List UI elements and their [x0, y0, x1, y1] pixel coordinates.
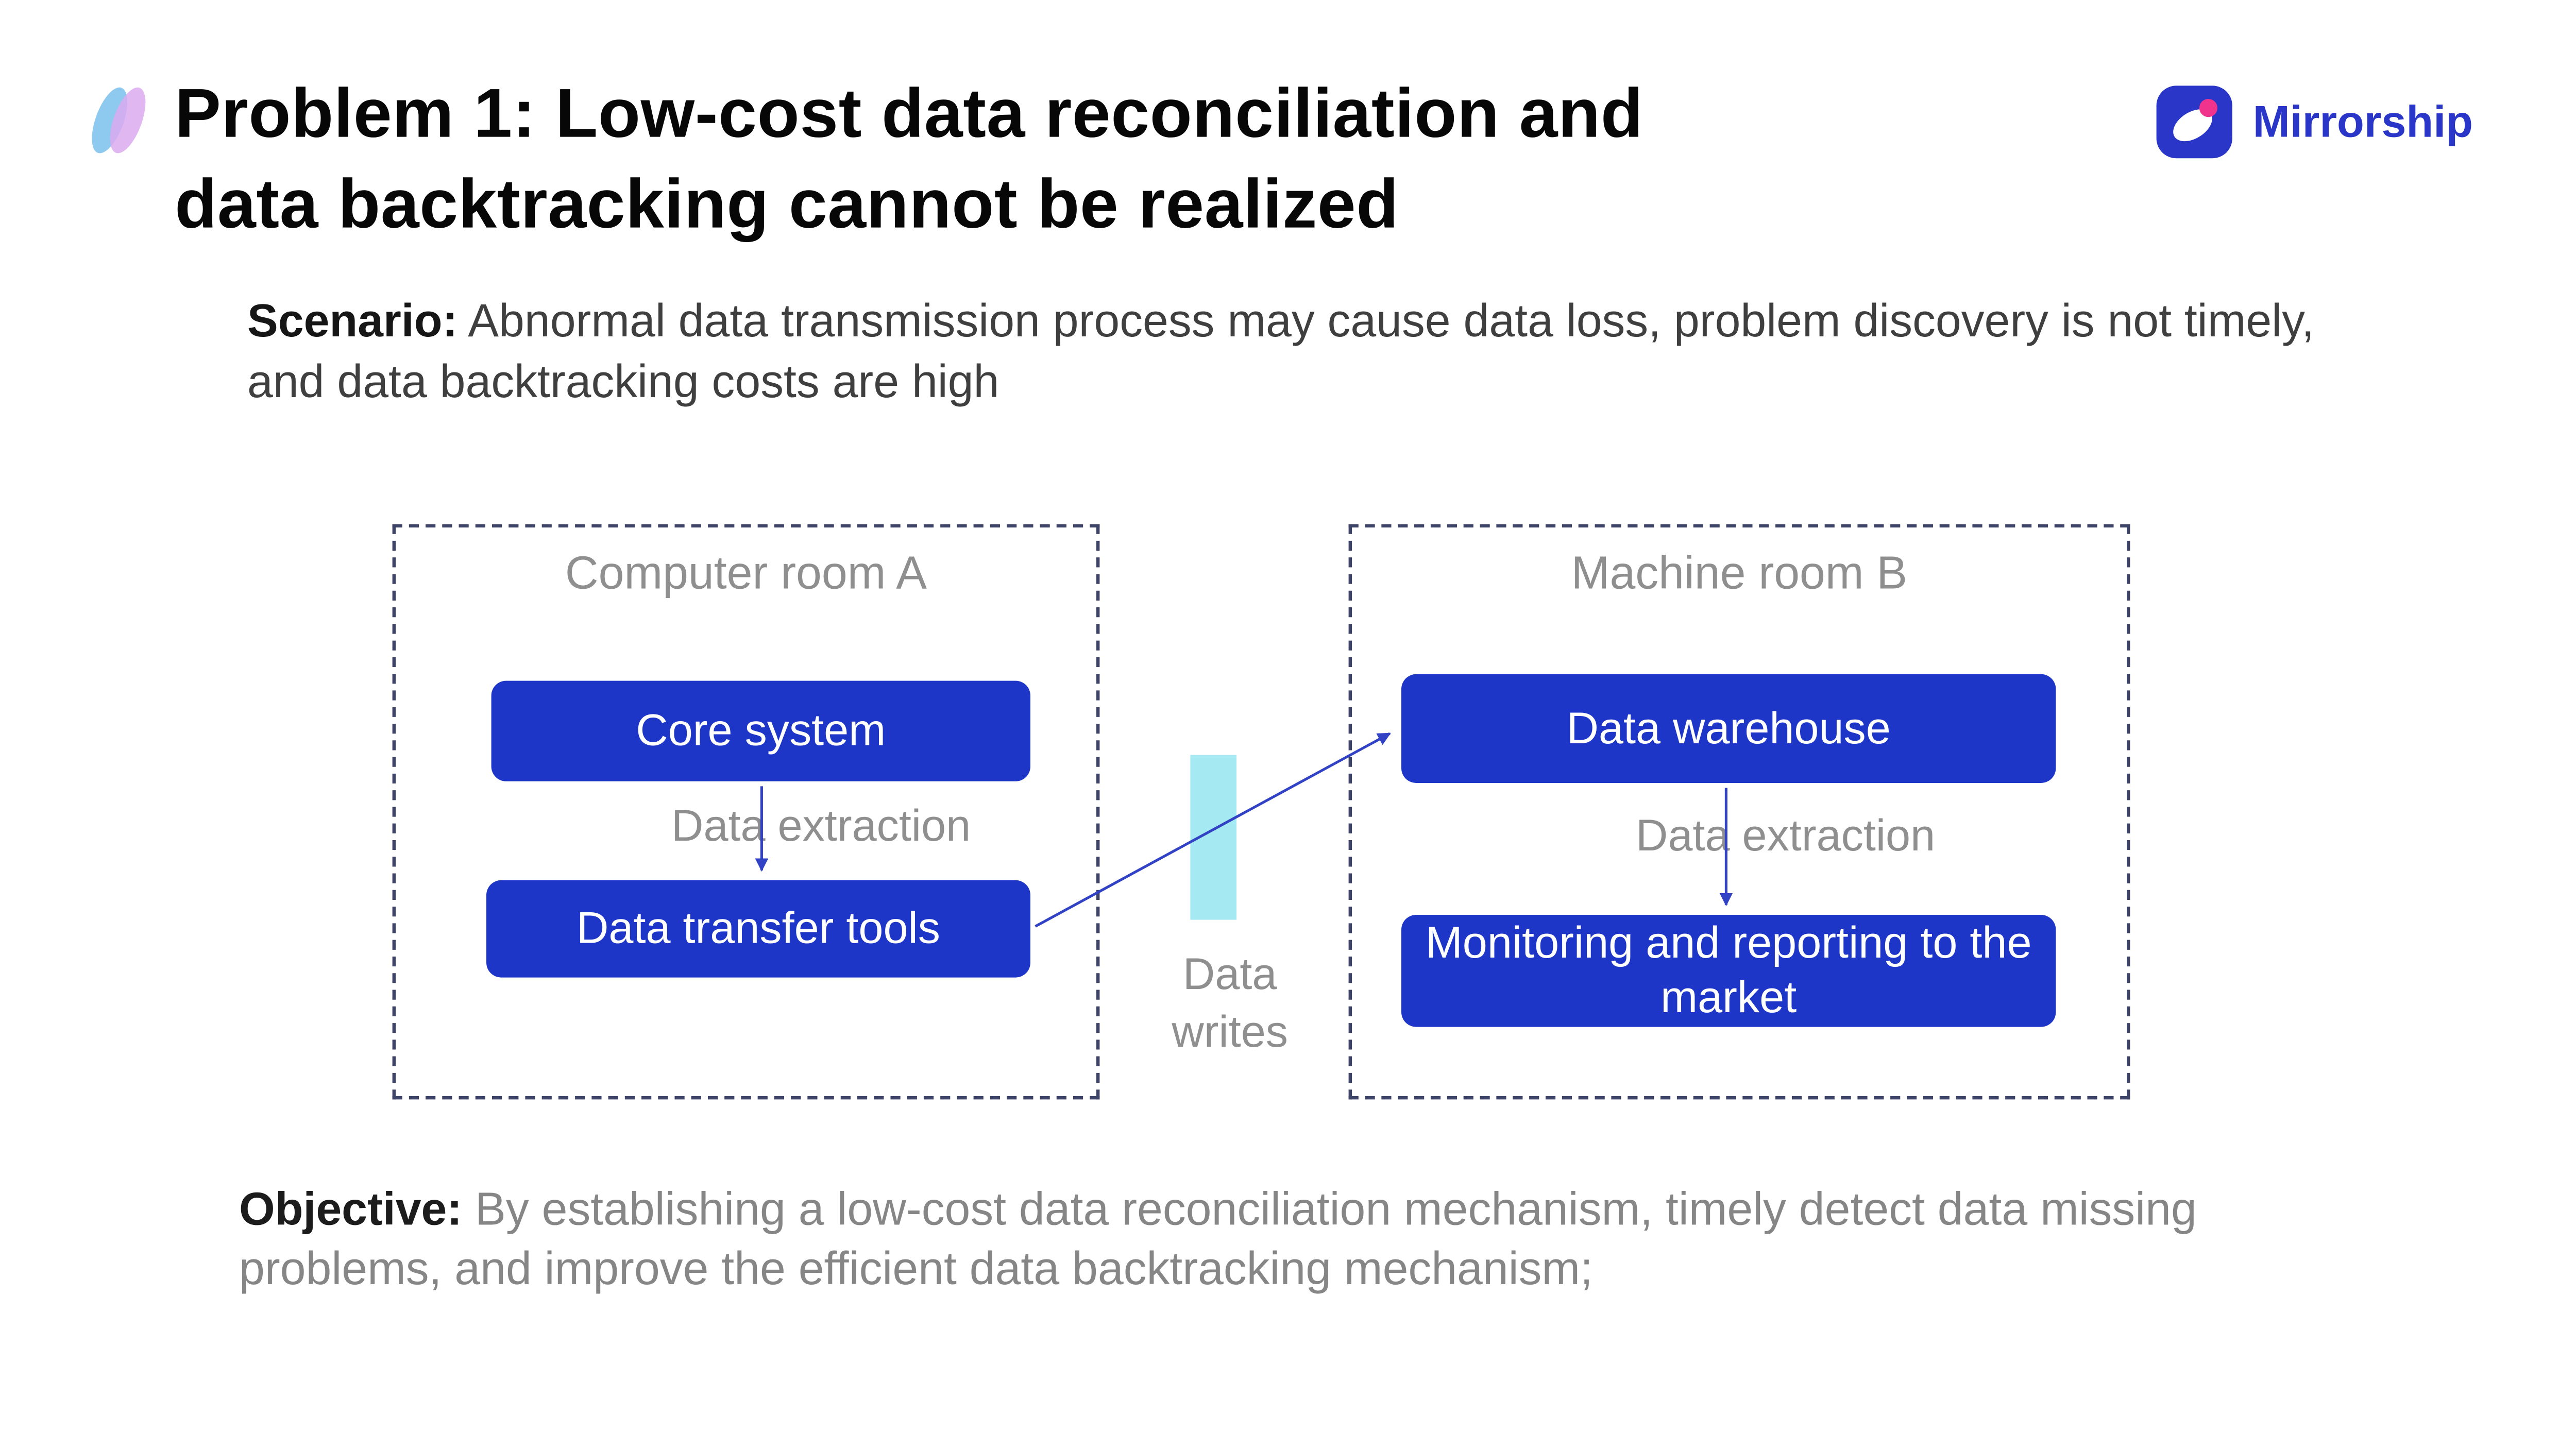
scenario-body: Abnormal data transmission process may c…: [247, 295, 2315, 407]
mirrorship-logo-icon: [2157, 86, 2233, 159]
objective-label: Objective:: [239, 1183, 463, 1235]
edge-label-data-extraction-a: Data extraction: [671, 801, 971, 851]
scenario-label: Scenario:: [247, 295, 458, 347]
node-core-system: Core system: [491, 680, 1030, 781]
node-monitoring-reporting: Monitoring and reporting to the market: [1401, 914, 2056, 1027]
slide-header: Problem 1: Low-cost data reconciliation …: [0, 0, 2575, 249]
scenario-paragraph: Scenario: Abnormal data transmission pro…: [247, 292, 2391, 412]
room-b-title: Machine room B: [1571, 547, 1908, 599]
node-data-transfer-tools: Data transfer tools: [486, 880, 1030, 978]
logo-pink-dot: [2200, 99, 2218, 117]
page-title-line-1: Problem 1: Low-cost data reconciliation …: [175, 74, 1643, 152]
data-writes-bar: [1190, 755, 1236, 920]
page-title: Problem 1: Low-cost data reconciliation …: [175, 69, 1643, 249]
room-a-title: Computer room A: [565, 547, 927, 599]
node-data-warehouse: Data warehouse: [1401, 674, 2056, 783]
brand-name: Mirrorship: [2252, 96, 2473, 146]
edge-label-data-extraction-b: Data extraction: [1636, 811, 1936, 861]
data-writes-label: Data writes: [1172, 949, 1288, 1057]
objective-body: By establishing a low-cost data reconcil…: [239, 1183, 2197, 1295]
brand-logo: Mirrorship: [2157, 86, 2473, 159]
objective-paragraph: Objective: By establishing a low-cost da…: [239, 1180, 2267, 1300]
petal-bullet-icon: [84, 79, 160, 165]
page-title-line-2: data backtracking cannot be realized: [175, 164, 1399, 242]
diagram: Computer room A Machine room B Core syst…: [0, 511, 2575, 1104]
